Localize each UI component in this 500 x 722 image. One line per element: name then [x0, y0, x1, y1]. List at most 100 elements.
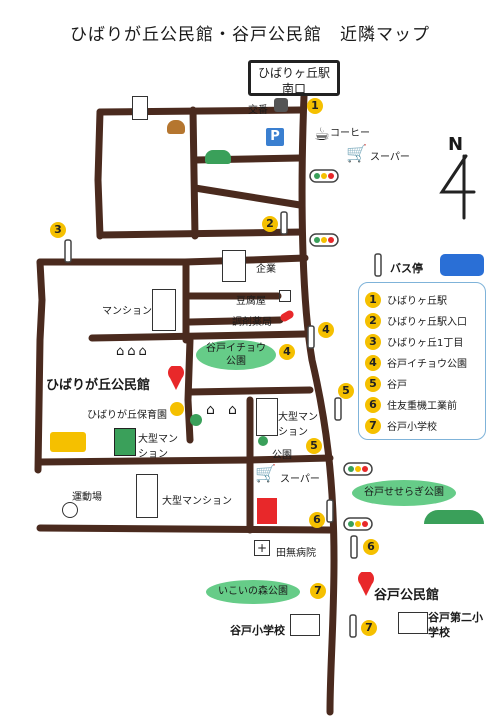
legend-item: 7 谷戸小学校 [365, 415, 479, 436]
shopping-cart-icon: 🛒 [346, 144, 368, 164]
small-park-label: 公園 [272, 450, 292, 461]
legend-number: 1 [365, 291, 381, 308]
park-tree-icon [258, 436, 268, 446]
legend-item: 2 ひばりヶ丘駅入口 [365, 310, 479, 331]
legend-label: ひばりヶ丘1丁目 [387, 338, 464, 349]
station-name: ひばりヶ丘駅 [257, 66, 330, 80]
legend-number: 2 [365, 312, 381, 329]
legend-number: 3 [365, 333, 381, 350]
company-label: 企業 [256, 264, 276, 275]
tree-icon [190, 414, 202, 426]
legend-item: 6 住友重機工業前 [365, 394, 479, 415]
legend-item: 1 ひばりヶ丘駅 [365, 289, 479, 310]
factory-icon [257, 498, 277, 524]
large-mansion-left-icon [114, 428, 136, 456]
map-title: ひばりが丘公民館・谷戸公民館 近隣マップ [70, 25, 430, 45]
legend-number: 4 [365, 354, 381, 371]
stop-marker: 7 [361, 620, 377, 636]
legend-label: 谷戸 [387, 380, 407, 391]
stop-marker: 5 [338, 383, 354, 399]
house-icon: ⌂ [228, 402, 237, 418]
road-left-long [36, 254, 309, 266]
large-mansion-bottom-icon [136, 474, 158, 518]
stop-marker: 2 [262, 216, 278, 232]
large-mansion-left-label: 大型マンション [138, 434, 178, 460]
supermarket-top-label: スーパー [370, 152, 410, 163]
hills-icon [424, 510, 484, 524]
ikoi-park: いこいの森公園 [206, 580, 300, 604]
yato-second-elem-label: 谷戸第二小学校 [428, 611, 483, 639]
legend-number: 6 [365, 396, 381, 413]
yato-hall-pin-icon [358, 572, 374, 596]
road-diagonal [191, 184, 304, 209]
mansion-left-label: マンション [102, 306, 152, 317]
road-left-vertical [34, 258, 46, 474]
bus-stop-label: バス停 [390, 262, 423, 275]
large-mansion-center-label: 大型マンション [278, 412, 318, 438]
school-icon [398, 612, 428, 634]
legend-label: 住友重機工業前 [387, 401, 457, 412]
legend-item: 3 ひばりヶ丘1丁目 [365, 331, 479, 352]
legend-label: 谷戸小学校 [387, 422, 437, 433]
coffee-label: コーヒー [330, 128, 370, 139]
bus-icon [440, 254, 484, 276]
house-icon [279, 290, 291, 302]
school-icon [290, 614, 320, 636]
excavator-icon [50, 432, 86, 452]
yato-elem-label: 谷戸小学校 [230, 624, 285, 637]
large-mansion-bottom-label: 大型マンション [162, 496, 232, 507]
stop-marker: 3 [50, 222, 66, 238]
pharmacy-label: 調剤薬局 [232, 317, 272, 328]
stop-marker: 7 [310, 583, 326, 599]
hamburger-icon [167, 120, 185, 134]
supermarket-mid-label: スーパー [280, 474, 320, 485]
legend-label: ひばりヶ丘駅入口 [387, 317, 467, 328]
parking-icon: P [266, 128, 284, 146]
station-box: ひばりヶ丘駅 南口 [248, 60, 340, 96]
legend-number: 5 [365, 375, 381, 392]
bus-stop-pole-icon [326, 499, 334, 523]
hibari-hall-label: ひばりが丘公民館 [46, 378, 151, 393]
road-inner-vertical [184, 336, 194, 444]
stop-marker: 4 [318, 322, 334, 338]
baseball-icon [62, 502, 78, 518]
large-mansion-center-icon [256, 398, 278, 436]
legend-number: 7 [365, 417, 381, 434]
company-building-icon [222, 250, 246, 282]
bus-stop-pole-icon [64, 239, 72, 263]
bus-stop-pole-icon [350, 535, 358, 559]
ichou-park: 谷戸イチョウ公園 [196, 340, 276, 370]
stop-marker: 5 [306, 438, 322, 454]
ichou-park-label: 谷戸イチョウ公園 [206, 343, 266, 367]
police-box-icon [274, 98, 288, 112]
station-exit: 南口 [281, 82, 306, 96]
stop-marker: 6 [363, 539, 379, 555]
nursery-label: ひばりが丘保育園 [87, 410, 167, 421]
legend-item: 5 谷戸 [365, 373, 479, 394]
yato-hall-label: 谷戸公民館 [374, 588, 440, 603]
road-hall-horizontal [186, 386, 314, 396]
stop-marker: 6 [309, 512, 325, 528]
hospital-icon: + [254, 540, 270, 556]
seseragi-park: 谷戸せせらぎ公園 [352, 480, 456, 506]
road-vertical-center [189, 106, 199, 240]
main-road [298, 92, 338, 716]
bus-stop-pole-icon [280, 211, 288, 235]
ikoi-park-label: いこいの森公園 [218, 586, 288, 597]
bus-stop-pole-icon [349, 614, 357, 638]
stop-marker: 4 [279, 344, 295, 360]
bus-stop-pole-icon [307, 325, 315, 349]
compass-n: N [448, 134, 464, 155]
road-pharmacy [186, 316, 284, 326]
road-mid-horizontal [88, 330, 309, 342]
hibari-hall-pin-icon [168, 366, 184, 390]
legend-label: ひばりヶ丘駅 [387, 296, 447, 307]
shopping-cart-icon: 🛒 [255, 464, 277, 484]
tofu-shop-label: 豆腐屋 [236, 296, 266, 307]
building-icon [132, 96, 148, 120]
mansion-building-icon [152, 289, 176, 331]
